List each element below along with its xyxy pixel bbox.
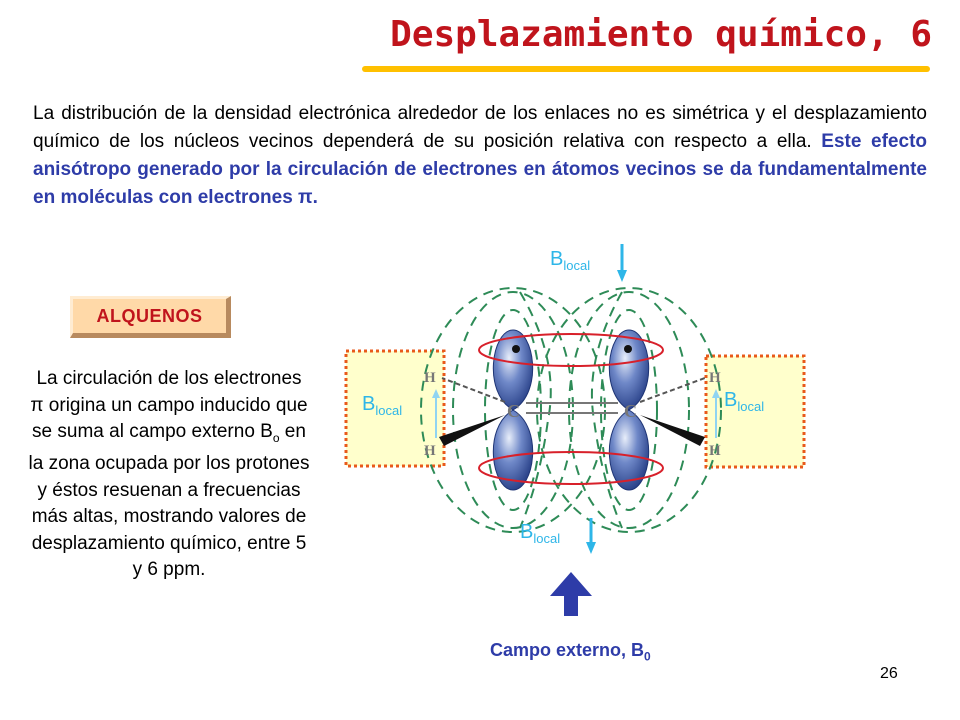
b-local-label-right: Blocal — [724, 389, 764, 414]
external-field-text: Campo externo, B — [490, 640, 645, 660]
intro-highlight-text: Este efecto anisótropo generado por la c… — [33, 131, 927, 208]
molecular-bonds — [439, 377, 706, 446]
electron-circulation-rings — [478, 333, 664, 485]
left-proton-region-box — [344, 349, 446, 468]
b-local-label-bottom: Blocal — [520, 521, 560, 546]
explanation-part-2: en la zona ocupada por los protones y és… — [28, 421, 310, 581]
explanation-part-1: La circulación de los electrones π origi… — [30, 368, 308, 442]
external-field-arrow — [550, 572, 592, 616]
left-upper-lobe — [492, 329, 534, 411]
carbon-right: C — [624, 401, 637, 421]
hydrogen-left-bottom: H — [424, 443, 436, 459]
b-local-down-arrow-top — [617, 244, 627, 282]
intro-paragraph: La distribución de la densidad electróni… — [33, 100, 927, 212]
left-lower-lobe — [492, 409, 534, 491]
b-local-down-arrow-bottom — [586, 518, 596, 554]
title-underline — [362, 66, 930, 72]
hydrogen-left-top: H — [424, 370, 436, 386]
b-local-label-left: Blocal — [362, 393, 402, 418]
b-local-up-arrow-left — [432, 389, 440, 438]
right-lower-lobe — [608, 409, 650, 491]
hydrogen-right-bottom: H — [709, 443, 721, 459]
page-number: 26 — [880, 665, 898, 682]
atom-labels: C C H H H H — [424, 370, 721, 459]
hydrogen-right-top: H — [709, 370, 721, 386]
b-local-label-top: Blocal — [550, 248, 590, 273]
section-tag-alquenos: ALQUENOS — [70, 296, 231, 338]
explanation-subscript: o — [272, 430, 280, 445]
carbon-left: C — [507, 401, 520, 421]
external-field-subscript: 0 — [644, 649, 651, 664]
pi-orbital-lobes — [492, 329, 650, 491]
b-local-up-arrow-right — [712, 389, 720, 438]
external-field-label: Campo externo, B0 — [490, 640, 651, 664]
page-title: Desplazamiento químico, 6 — [390, 14, 932, 55]
right-upper-lobe — [608, 329, 650, 411]
right-proton-region-box — [704, 354, 806, 469]
intro-plain-text: La distribución de la densidad electróni… — [33, 103, 927, 152]
alkene-explanation: La circulación de los electrones π origi… — [28, 366, 310, 584]
induced-field-lines — [420, 287, 722, 533]
